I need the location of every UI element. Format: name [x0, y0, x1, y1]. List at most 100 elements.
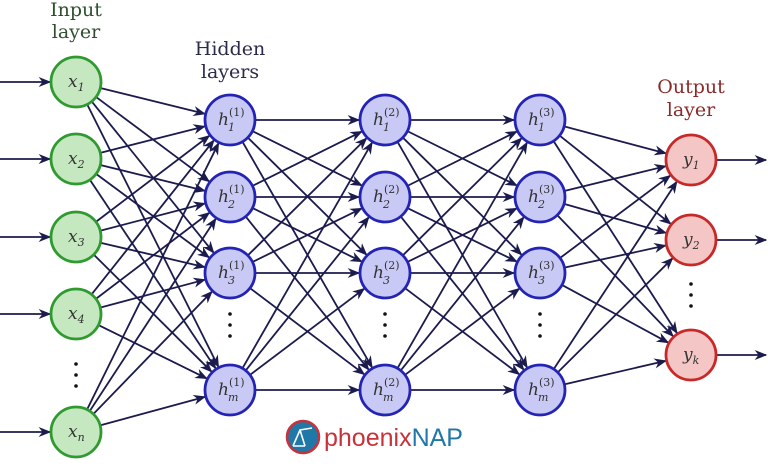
node-label-base: h [218, 380, 229, 400]
connection-edge [563, 125, 668, 156]
dot [538, 323, 542, 327]
connection-edge [95, 134, 211, 223]
node-label-base: h [528, 263, 539, 283]
hidden-node: h(1)3 [203, 246, 257, 300]
node-label-subscript: 3 [78, 236, 85, 249]
node-label-base: h [218, 110, 229, 130]
phoenixnap-logo: phoenixNAP [285, 419, 463, 455]
hidden-node: h(1)1 [203, 93, 257, 147]
connection-edge [99, 277, 207, 309]
node-circle [49, 132, 103, 186]
node-label-base: h [528, 187, 539, 207]
node-label-base: x [68, 72, 78, 92]
dot [689, 293, 693, 297]
connections [0, 76, 768, 438]
connection-edge [95, 173, 211, 259]
connection-edge [396, 141, 528, 369]
node-circle [664, 328, 718, 382]
connection-edge [561, 284, 670, 344]
node-label-base: h [528, 380, 539, 400]
hidden-layers-title: layers [201, 61, 259, 83]
node-label-superscript: (3) [539, 376, 555, 389]
node-label-subscript: m [228, 391, 238, 404]
dot [383, 312, 387, 316]
node-label-base: y [682, 345, 693, 365]
output-node: yk [664, 328, 718, 382]
nodes: x1x2x3x4xnh(1)1h(1)2h(1)3h(1)mh(2)1h(2)2… [49, 55, 718, 459]
node-circle [513, 93, 567, 147]
node-label-superscript: (3) [539, 106, 555, 119]
node-circle [49, 210, 103, 264]
node-label-superscript: (2) [384, 259, 400, 272]
node-circle [358, 170, 412, 224]
connection-edge [100, 124, 207, 154]
node-circle [664, 133, 718, 187]
dot [228, 323, 232, 327]
connection-edge [249, 287, 366, 376]
node-label-subscript: 2 [227, 198, 235, 211]
node-label: h(3)2 [528, 183, 555, 211]
node-label-superscript: (2) [384, 106, 400, 119]
dot [74, 362, 78, 366]
connection-edge [95, 211, 211, 300]
node-label: h(3) 1 [528, 106, 555, 134]
node-circle [513, 170, 567, 224]
node-circle [513, 363, 567, 417]
connection-edge [251, 130, 363, 187]
input-node: x3 [49, 210, 103, 264]
output-node: y1 [664, 133, 718, 187]
node-circle [203, 93, 257, 147]
connection-edge [93, 253, 213, 373]
input-layer-title: Input [50, 0, 102, 21]
hidden-node: h(3)3 [513, 246, 567, 300]
node-label-subscript: 1 [78, 81, 85, 94]
hidden-layers-title: Hidden [195, 38, 265, 60]
node-label: x2 [68, 149, 85, 171]
node-label: y2 [682, 230, 700, 252]
node-label: h(1)m [218, 376, 245, 404]
node-label-superscript: (1) [229, 106, 245, 119]
dot [538, 334, 542, 338]
node-label-base: h [373, 187, 384, 207]
dot [538, 312, 542, 316]
node-label-base: x [68, 149, 78, 169]
hidden-node: h(3)m [513, 363, 567, 417]
node-circle [49, 287, 103, 341]
connection-edge [404, 287, 521, 376]
node-label-subscript: 2 [77, 158, 85, 171]
node-label: h(2)3 [373, 259, 400, 287]
node-label-base: h [218, 263, 229, 283]
node-label-subscript: k [693, 354, 700, 367]
node-label-subscript: n [78, 431, 85, 444]
node-label: x1 [68, 72, 85, 94]
node-label: yk [682, 345, 700, 367]
node-circle [49, 55, 103, 109]
node-label-base: h [528, 110, 539, 130]
connection-edge [241, 141, 373, 369]
connection-edge [563, 202, 668, 235]
ellipsis-dots [383, 312, 387, 338]
node-circle [358, 246, 412, 300]
node-label-subscript: 2 [692, 239, 700, 252]
node-circle [49, 405, 103, 459]
input-node: x2 [49, 132, 103, 186]
ellipsis-dots [689, 282, 693, 308]
node-label-superscript: (1) [229, 259, 245, 272]
node-label-subscript: 1 [383, 121, 390, 134]
node-label-base: h [218, 187, 229, 207]
connection-edge [99, 394, 207, 427]
dot [228, 334, 232, 338]
hidden-node: h(2)2 [358, 170, 412, 224]
dot [74, 384, 78, 388]
connection-edge [247, 137, 368, 257]
connection-edge [552, 180, 678, 370]
input-node: xn [49, 405, 103, 459]
hidden-node: h(3) 1 [513, 93, 567, 147]
output-layer-title: Output [657, 76, 725, 98]
connection-edge [92, 290, 213, 415]
node-label-base: h [373, 380, 384, 400]
hidden-node: h(1)m [203, 363, 257, 417]
node-label-subscript: 1 [538, 121, 545, 134]
node-label-superscript: (1) [229, 183, 245, 196]
node-label-base: x [68, 304, 78, 324]
